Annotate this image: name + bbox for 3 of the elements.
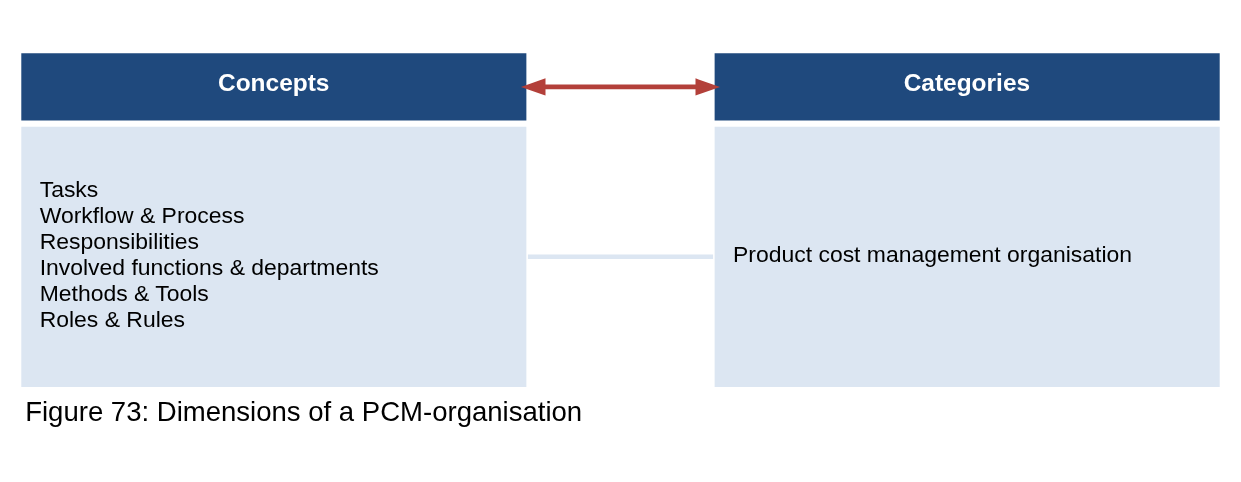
arrow — [520, 77, 721, 95]
connector — [527, 254, 714, 259]
caption: Figure 73: Dimensions of a PCM-organisation — [25, 395, 583, 427]
